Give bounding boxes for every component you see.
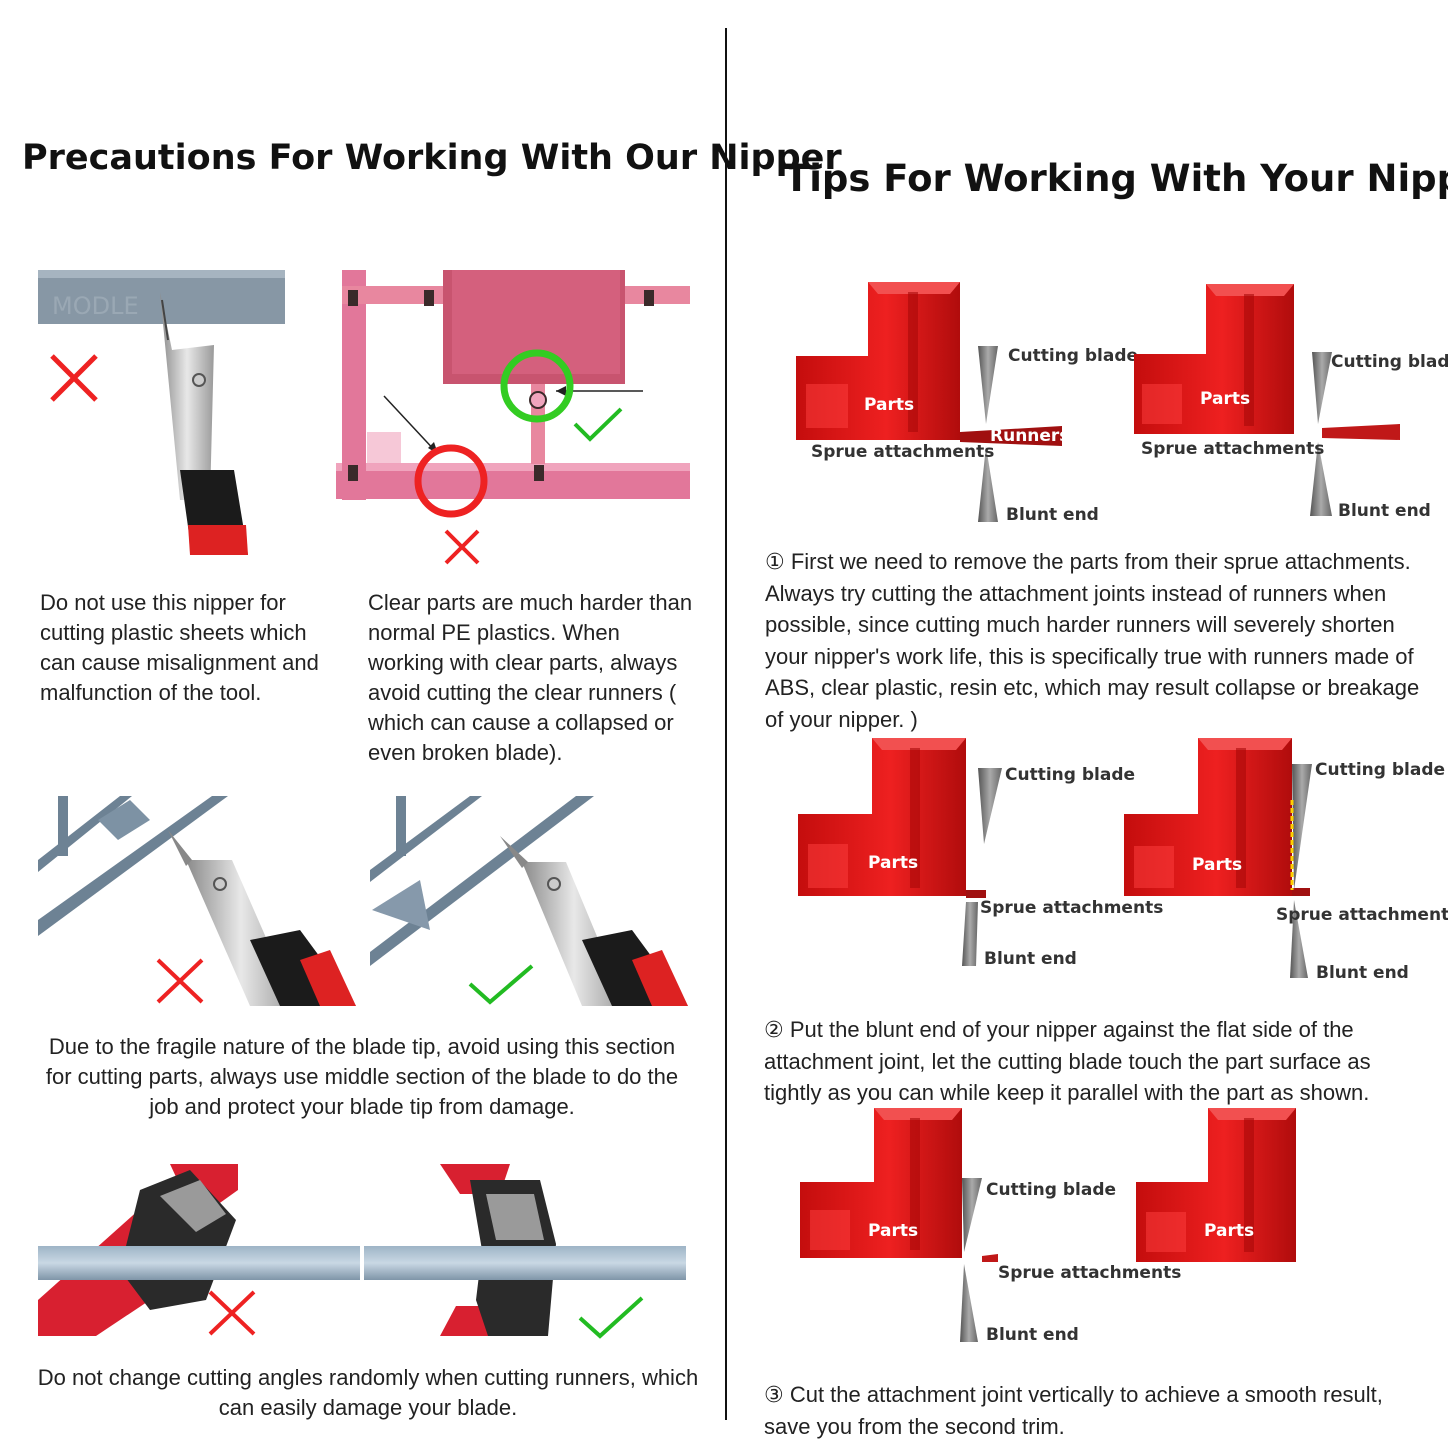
cross-icon bbox=[156, 958, 204, 1004]
clear-sprue-illustration bbox=[336, 270, 690, 518]
step2-text: ② Put the blunt end of your nipper again… bbox=[764, 1017, 1371, 1105]
label-parts: Parts bbox=[868, 853, 918, 873]
label-sprue-attachments: Sprue attachments bbox=[1141, 439, 1324, 459]
paragraph-plastic-sheets: Do not use this nipper for cutting plast… bbox=[40, 590, 319, 705]
label-runners: Runners bbox=[990, 426, 1069, 446]
cutting-angle-right-illustration bbox=[364, 1164, 686, 1336]
paragraph-cutting-angles: Do not change cutting angles randomly wh… bbox=[37, 1365, 699, 1420]
label-cutting-blade: Cutting blade bbox=[1008, 346, 1138, 366]
label-cutting-blade: Cutting blade bbox=[1331, 352, 1448, 372]
right-title: Tips For Working With Your Nipper bbox=[784, 157, 1448, 200]
label-blunt-end: Blunt end bbox=[1338, 501, 1431, 521]
label-parts: Parts bbox=[1200, 389, 1250, 409]
diagram-step3-left: Parts Cutting blade Sprue attachments Bl… bbox=[800, 1108, 1181, 1345]
label-sprue-attachments: Sprue attachments bbox=[998, 1263, 1181, 1283]
paragraph-blade-tip: Due to the fragile nature of the blade t… bbox=[45, 1034, 679, 1119]
diagram-step2-left: Parts Cutting blade Sprue attachments Bl… bbox=[798, 738, 1163, 969]
check-icon bbox=[468, 964, 534, 1005]
label-sprue-attachments: Sprue attachments bbox=[811, 442, 994, 462]
label-sprue-attachments: Sprue attachments bbox=[1276, 905, 1448, 925]
diagram-step1-right: Parts Cutting blade Sprue attachments Bl… bbox=[1134, 284, 1448, 521]
label-cutting-blade: Cutting blade bbox=[1005, 765, 1135, 785]
label-sprue-attachments: Sprue attachments bbox=[980, 898, 1163, 918]
cross-icon bbox=[208, 1290, 256, 1336]
label-blunt-end: Blunt end bbox=[986, 1325, 1079, 1345]
diagram-step3-right: Parts bbox=[1136, 1108, 1296, 1262]
diagram-step2-right: Parts Cutting blade Sprue attachments Bl… bbox=[1124, 738, 1448, 983]
label-blunt-end: Blunt end bbox=[984, 949, 1077, 969]
label-parts: Parts bbox=[1192, 855, 1242, 875]
label-cutting-blade: Cutting blade bbox=[986, 1180, 1116, 1200]
blade-tip-right-illustration bbox=[370, 796, 688, 1006]
cross-icon bbox=[50, 354, 98, 402]
column-divider bbox=[725, 28, 727, 1420]
check-icon bbox=[573, 407, 623, 442]
label-cutting-blade: Cutting blade bbox=[1315, 760, 1445, 780]
label-blunt-end: Blunt end bbox=[1316, 963, 1409, 983]
label-blunt-end: Blunt end bbox=[1006, 505, 1099, 525]
step3-text: ③ Cut the attachment joint vertically to… bbox=[764, 1382, 1383, 1439]
step1-text: ① First we need to remove the parts from… bbox=[765, 549, 1420, 732]
label-parts: Parts bbox=[864, 395, 914, 415]
diagram-step1-left: Parts Cutting blade Sprue attachments Ru… bbox=[796, 282, 1138, 525]
cross-icon bbox=[444, 529, 480, 565]
check-icon bbox=[578, 1296, 644, 1339]
label-parts: Parts bbox=[868, 1221, 918, 1241]
paragraph-clear-parts: Clear parts are much harder than normal … bbox=[368, 590, 693, 765]
plastic-sheet-text: MODLE bbox=[52, 292, 139, 320]
cutting-angle-wrong-illustration bbox=[38, 1164, 360, 1336]
blade-tip-wrong-illustration bbox=[38, 796, 356, 1006]
left-title: Precautions For Working With Our Nipper bbox=[22, 138, 842, 178]
label-parts: Parts bbox=[1204, 1221, 1254, 1241]
plastic-sheet-illustration: MODLE bbox=[38, 270, 285, 555]
